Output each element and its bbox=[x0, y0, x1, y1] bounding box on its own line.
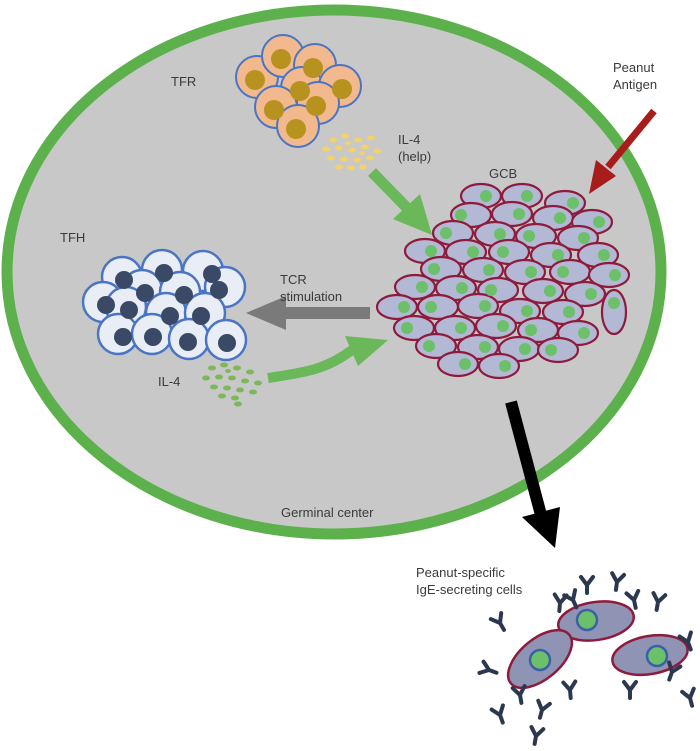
gcb-nuclei bbox=[398, 190, 621, 372]
tfh-label: TFH bbox=[60, 230, 86, 245]
tfr-nuclei bbox=[245, 49, 352, 139]
antibody-icon bbox=[477, 659, 499, 675]
il4-help-dots bbox=[322, 133, 381, 171]
antibody-icon bbox=[536, 698, 552, 720]
antibody-icon bbox=[622, 680, 638, 700]
output-label-line2: IgE-secreting cells bbox=[416, 582, 523, 597]
ige-cell-nuclei bbox=[528, 608, 669, 672]
antibody-icon bbox=[677, 630, 693, 652]
antibody-icon bbox=[552, 592, 569, 613]
gcb-cell-cluster bbox=[375, 182, 631, 380]
peanut-antigen-arrow bbox=[589, 108, 657, 194]
peanut-antigen-label-line1: Peanut bbox=[613, 60, 655, 75]
il4-label: IL-4 bbox=[158, 374, 181, 389]
tfh-nuclei bbox=[97, 264, 236, 352]
antibody-icon bbox=[667, 660, 683, 682]
peanut-antigen-label-line2: Antigen bbox=[613, 77, 658, 92]
antibody-icon bbox=[488, 611, 506, 632]
il4-curved-arrow bbox=[267, 336, 388, 383]
tfr-label: TFR bbox=[171, 74, 197, 89]
help-arrow bbox=[368, 168, 432, 235]
antibody-icon bbox=[489, 703, 505, 725]
antibody-icon bbox=[680, 686, 696, 708]
antibody-icon bbox=[579, 575, 595, 595]
tcr-stimulation-arrow bbox=[246, 296, 370, 330]
il4-help-label-line1: IL-4 bbox=[398, 132, 421, 147]
antibody-icon bbox=[610, 571, 627, 592]
antibody-icon bbox=[510, 684, 527, 705]
output-arrow bbox=[505, 400, 560, 548]
ige-antibodies bbox=[477, 571, 696, 746]
germinal-center-region bbox=[1, 4, 667, 540]
antibody-icon bbox=[561, 679, 578, 700]
output-label-line1: Peanut-specific bbox=[416, 565, 505, 580]
tcr-stimulation-label-line1: TCR bbox=[280, 272, 307, 287]
germinal-center-label: Germinal center bbox=[281, 505, 374, 520]
antibody-icon bbox=[529, 725, 546, 746]
il4-dots bbox=[202, 362, 262, 407]
tcr-stimulation-label-line2: stimulation bbox=[280, 289, 343, 304]
antibody-icon bbox=[651, 591, 668, 612]
antibody-icon bbox=[624, 588, 641, 610]
il4-help-label-line2: (help) bbox=[398, 149, 432, 164]
gcb-label: GCB bbox=[489, 166, 518, 181]
